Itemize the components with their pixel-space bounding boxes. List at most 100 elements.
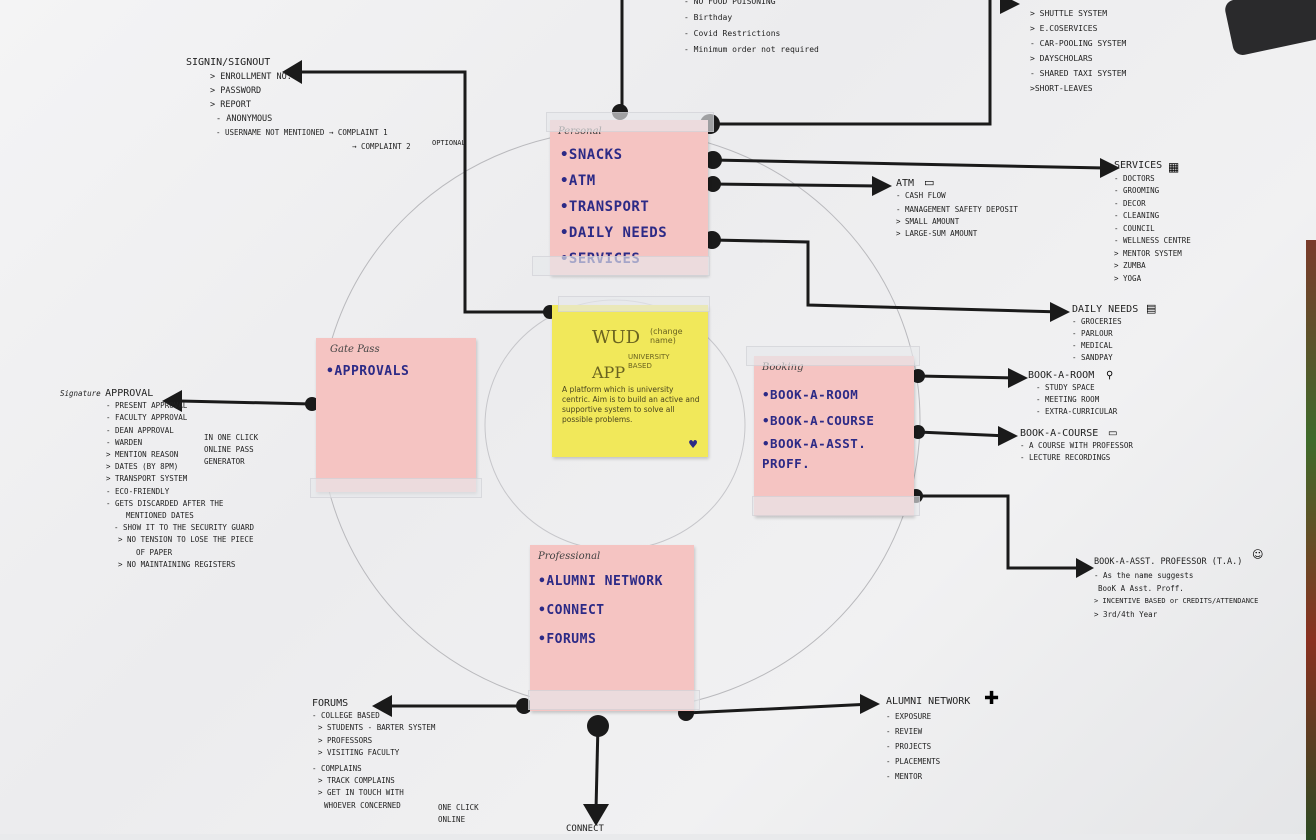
app-label: APP: [592, 363, 626, 382]
tape: [746, 346, 920, 366]
heart-icon: ♥: [688, 438, 698, 451]
daily-needs-line: - PARLOUR: [1072, 329, 1113, 338]
atm-notes: ATM - CASH FLOW - MANAGEMENT SAFETY DEPO…: [896, 178, 1018, 240]
booking-header: Booking: [762, 362, 804, 373]
table-edge: [1306, 240, 1316, 840]
approval-line: > TRANSPORT SYSTEM: [106, 474, 188, 484]
forums-title: FORUMS: [312, 698, 349, 709]
alumni-line: - PLACEMENTS: [886, 757, 941, 766]
signin-title: SIGNIN/SIGNOUT: [186, 57, 271, 68]
approval-line: > NO MAINTAINING REGISTERS: [118, 559, 236, 569]
snacks-line: - Minimum order not required: [684, 45, 819, 54]
snacks-line: - Birthday: [684, 13, 733, 22]
services-line: - COUNCIL: [1114, 223, 1155, 233]
tape: [532, 256, 710, 276]
services-notes: SERVICES - DOCTORS - GROOMING - DECOR - …: [1114, 160, 1191, 285]
professional-list: •ALUMNI NETWORK •CONNECT •FORUMS: [538, 567, 663, 654]
services-line: - CLEANING: [1114, 211, 1160, 220]
forums-line: - COLLEGE BASED: [312, 711, 380, 721]
book-asst-line: > INCENTIVE BASED or CREDITS/ATTENDANCE: [1094, 597, 1259, 605]
forums-line: > PROFESSORS: [318, 735, 373, 745]
tape: [546, 112, 714, 132]
atm-title: ATM: [896, 178, 915, 189]
tape: [752, 496, 920, 516]
alumni-notes: ALUMNI NETWORK - EXPOSURE - REVIEW - PRO…: [886, 694, 970, 784]
atm-line: > LARGE-SUM AMOUNT: [896, 229, 978, 238]
professional-sticky-note: Professional •ALUMNI NETWORK •CONNECT •F…: [530, 545, 694, 711]
approval-line: > NO TENSION TO LOSE THE PIECE: [118, 535, 254, 545]
forums-notes: FORUMS - COLLEGE BASED > STUDENTS - BART…: [312, 698, 435, 812]
snacks-notes: - NO FOOD POISONING - Birthday - Covid R…: [684, 0, 819, 58]
alumni-line: - PROJECTS: [886, 742, 932, 751]
professional-item-connect: •CONNECT: [538, 603, 605, 618]
signin-line: > ENROLLMENT NO.: [210, 72, 292, 82]
book-course-title: BOOK-A-COURSE: [1020, 428, 1099, 439]
transport-line: > SHUTTLE SYSTEM: [1030, 9, 1108, 18]
daily-needs-title: DAILY NEEDS: [1072, 304, 1139, 315]
personal-list: •SNACKS •ATM •TRANSPORT •DAILY NEEDS •SE…: [560, 142, 667, 272]
gate-pass-list: •APPROVALS: [326, 360, 409, 384]
alumni-line: - MENTOR: [886, 772, 923, 781]
booking-list: •BOOK-A-ROOM •BOOK-A-COURSE •BOOK-A-ASST…: [762, 382, 882, 474]
book-asst-line: - As the name suggests: [1094, 571, 1194, 580]
transport-line: > E.COSERVICES: [1030, 24, 1098, 33]
personal-item-transport: •TRANSPORT: [560, 199, 650, 215]
alumni-title: ALUMNI NETWORK: [886, 696, 971, 707]
forums-one-click: ONE CLICK ONLINE: [438, 803, 479, 824]
daily-needs-notes: DAILY NEEDS - GROCERIES - PARLOUR - MEDI…: [1072, 304, 1138, 364]
book-room-line: - EXTRA-CURRICULAR: [1036, 407, 1118, 416]
signin-line: - ANONYMOUS: [216, 114, 273, 124]
app-description: A platform which is university centric. …: [562, 385, 700, 424]
services-title: SERVICES: [1114, 160, 1163, 171]
signin-notes: SIGNIN/SIGNOUT > ENROLLMENT NO. > PASSWO…: [186, 56, 411, 154]
magnifier-icon: ⚲: [1106, 370, 1114, 381]
approval-line: OF PAPER: [136, 547, 173, 557]
tape: [528, 690, 700, 710]
booking-item-room: •BOOK-A-ROOM: [762, 387, 859, 402]
document-icon: ▤: [1146, 302, 1157, 315]
alumni-line: - EXPOSURE: [886, 712, 932, 721]
alumni-line: - REVIEW: [886, 727, 923, 736]
book-course-notes: BOOK-A-COURSE - A COURSE WITH PROFESSOR …: [1020, 428, 1133, 464]
approval-one-click: IN ONE CLICK ONLINE PASS GENERATOR: [204, 433, 259, 466]
snacks-line: - Covid Restrictions: [684, 29, 781, 38]
approval-line: - DEAN APPROVAL: [106, 425, 174, 435]
transport-line: - SHARED TAXI SYSTEM: [1030, 69, 1127, 78]
signin-line: → COMPLAINT 2: [352, 142, 411, 151]
approval-notes: Signature APPROVAL - PRESENT APPROVAL - …: [60, 388, 254, 571]
services-line: > MENTOR SYSTEM: [1114, 248, 1182, 258]
forums-line: > TRACK COMPLAINS: [318, 776, 395, 786]
approval-line: - SHOW IT TO THE SECURITY GUARD: [114, 523, 254, 533]
person-icon: ☺: [1252, 548, 1264, 561]
professional-item-alumni: •ALUMNI NETWORK: [538, 574, 663, 589]
approval-line: - PRESENT APPROVAL: [106, 401, 188, 411]
cash-icon: ▭: [924, 176, 935, 189]
services-line: - DECOR: [1114, 198, 1146, 208]
center-app-sticky-note: WUD (change name) APP UNIVERSITY BASED A…: [552, 305, 708, 457]
signin-line: > PASSWORD: [210, 86, 262, 96]
book-room-title: BOOK-A-ROOM: [1028, 370, 1095, 381]
professional-item-forums: •FORUMS: [538, 632, 597, 647]
book-icon: ▭: [1108, 428, 1118, 439]
approval-line: - WARDEN: [106, 437, 143, 447]
personal-item-daily-needs: •DAILY NEEDS: [560, 225, 668, 241]
building-icon: ▦: [1168, 160, 1180, 174]
gate-pass-sticky-note: Gate Pass •APPROVALS: [316, 338, 476, 492]
signin-line: - USERNAME NOT MENTIONED → COMPLAINT 1: [216, 128, 388, 137]
gate-pass-header: Gate Pass: [330, 344, 380, 355]
book-room-line: - MEETING ROOM: [1036, 395, 1100, 404]
atm-line: - MANAGEMENT SAFETY DEPOSIT: [896, 205, 1018, 214]
approval-line: > MENTION REASON: [106, 450, 179, 460]
gate-pass-item-approvals: •APPROVALS: [326, 364, 410, 379]
approval-line: - ECO-FRIENDLY: [106, 486, 170, 496]
forums-line: - COMPLAINS: [312, 764, 362, 774]
approval-line: > DATES (BY 8PM): [106, 462, 179, 472]
booking-item-course: •BOOK-A-COURSE: [762, 413, 875, 428]
services-line: > ZUMBA: [1114, 261, 1146, 270]
daily-needs-line: - MEDICAL: [1072, 341, 1113, 350]
signin-line: > REPORT: [210, 100, 251, 110]
book-asst-notes: BOOK-A-ASST. PROFESSOR (T.A.) - As the n…: [1094, 556, 1258, 621]
personal-item-atm: •ATM: [560, 173, 596, 189]
transport-line: >SHORT-LEAVES: [1030, 84, 1093, 93]
app-name-bracket: (change name): [650, 327, 683, 345]
